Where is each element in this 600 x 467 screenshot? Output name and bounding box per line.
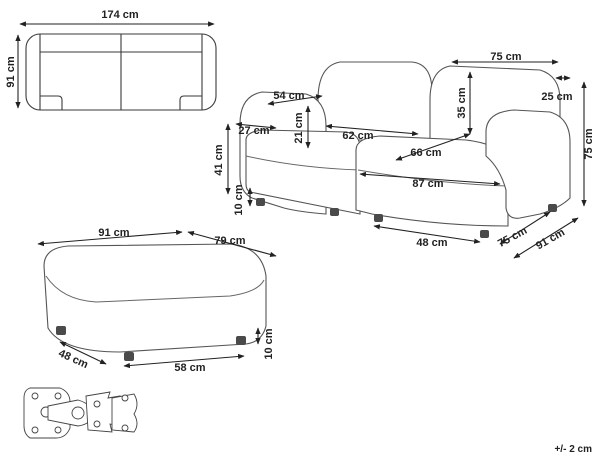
- back-height-label: 35 cm: [456, 87, 468, 118]
- module-depth-label: 75 cm: [496, 225, 529, 250]
- arm-depth-label: 27 cm: [238, 125, 269, 137]
- ottoman-leg-height-label: 10 cm: [263, 328, 275, 359]
- top-width-label: 174 cm: [101, 9, 139, 21]
- connector-clip-illustration: [23, 387, 138, 439]
- arm-height-label: 21 cm: [293, 112, 305, 143]
- top-view: 174 cm 91 cm: [5, 9, 217, 111]
- total-height-label: 75 cm: [583, 128, 595, 159]
- seat-depth-label: 66 cm: [410, 147, 441, 159]
- arm-width-label: 54 cm: [273, 90, 304, 102]
- total-depth-label: 91 cm: [534, 226, 567, 252]
- base-width-label: 48 cm: [416, 237, 447, 249]
- ottoman-base-front-label: 58 cm: [174, 362, 205, 374]
- ottoman-view: [43, 243, 267, 361]
- seat-width-label: 62 cm: [342, 130, 373, 142]
- seat-front-label: 87 cm: [412, 178, 443, 190]
- seat-height-label: 41 cm: [213, 144, 225, 175]
- back-depth-label: 25 cm: [541, 91, 572, 103]
- ottoman-depth-label: 79 cm: [214, 235, 245, 247]
- ottoman-base-side-label: 48 cm: [57, 347, 91, 371]
- top-depth-label: 91 cm: [5, 56, 17, 87]
- tolerance-note: +/- 2 cm: [554, 444, 592, 455]
- sofa-view: [239, 61, 571, 238]
- ottoman-width-label: 91 cm: [98, 227, 129, 239]
- sofa-leg-height-label: 10 cm: [233, 184, 245, 215]
- module-width-label: 75 cm: [490, 51, 521, 63]
